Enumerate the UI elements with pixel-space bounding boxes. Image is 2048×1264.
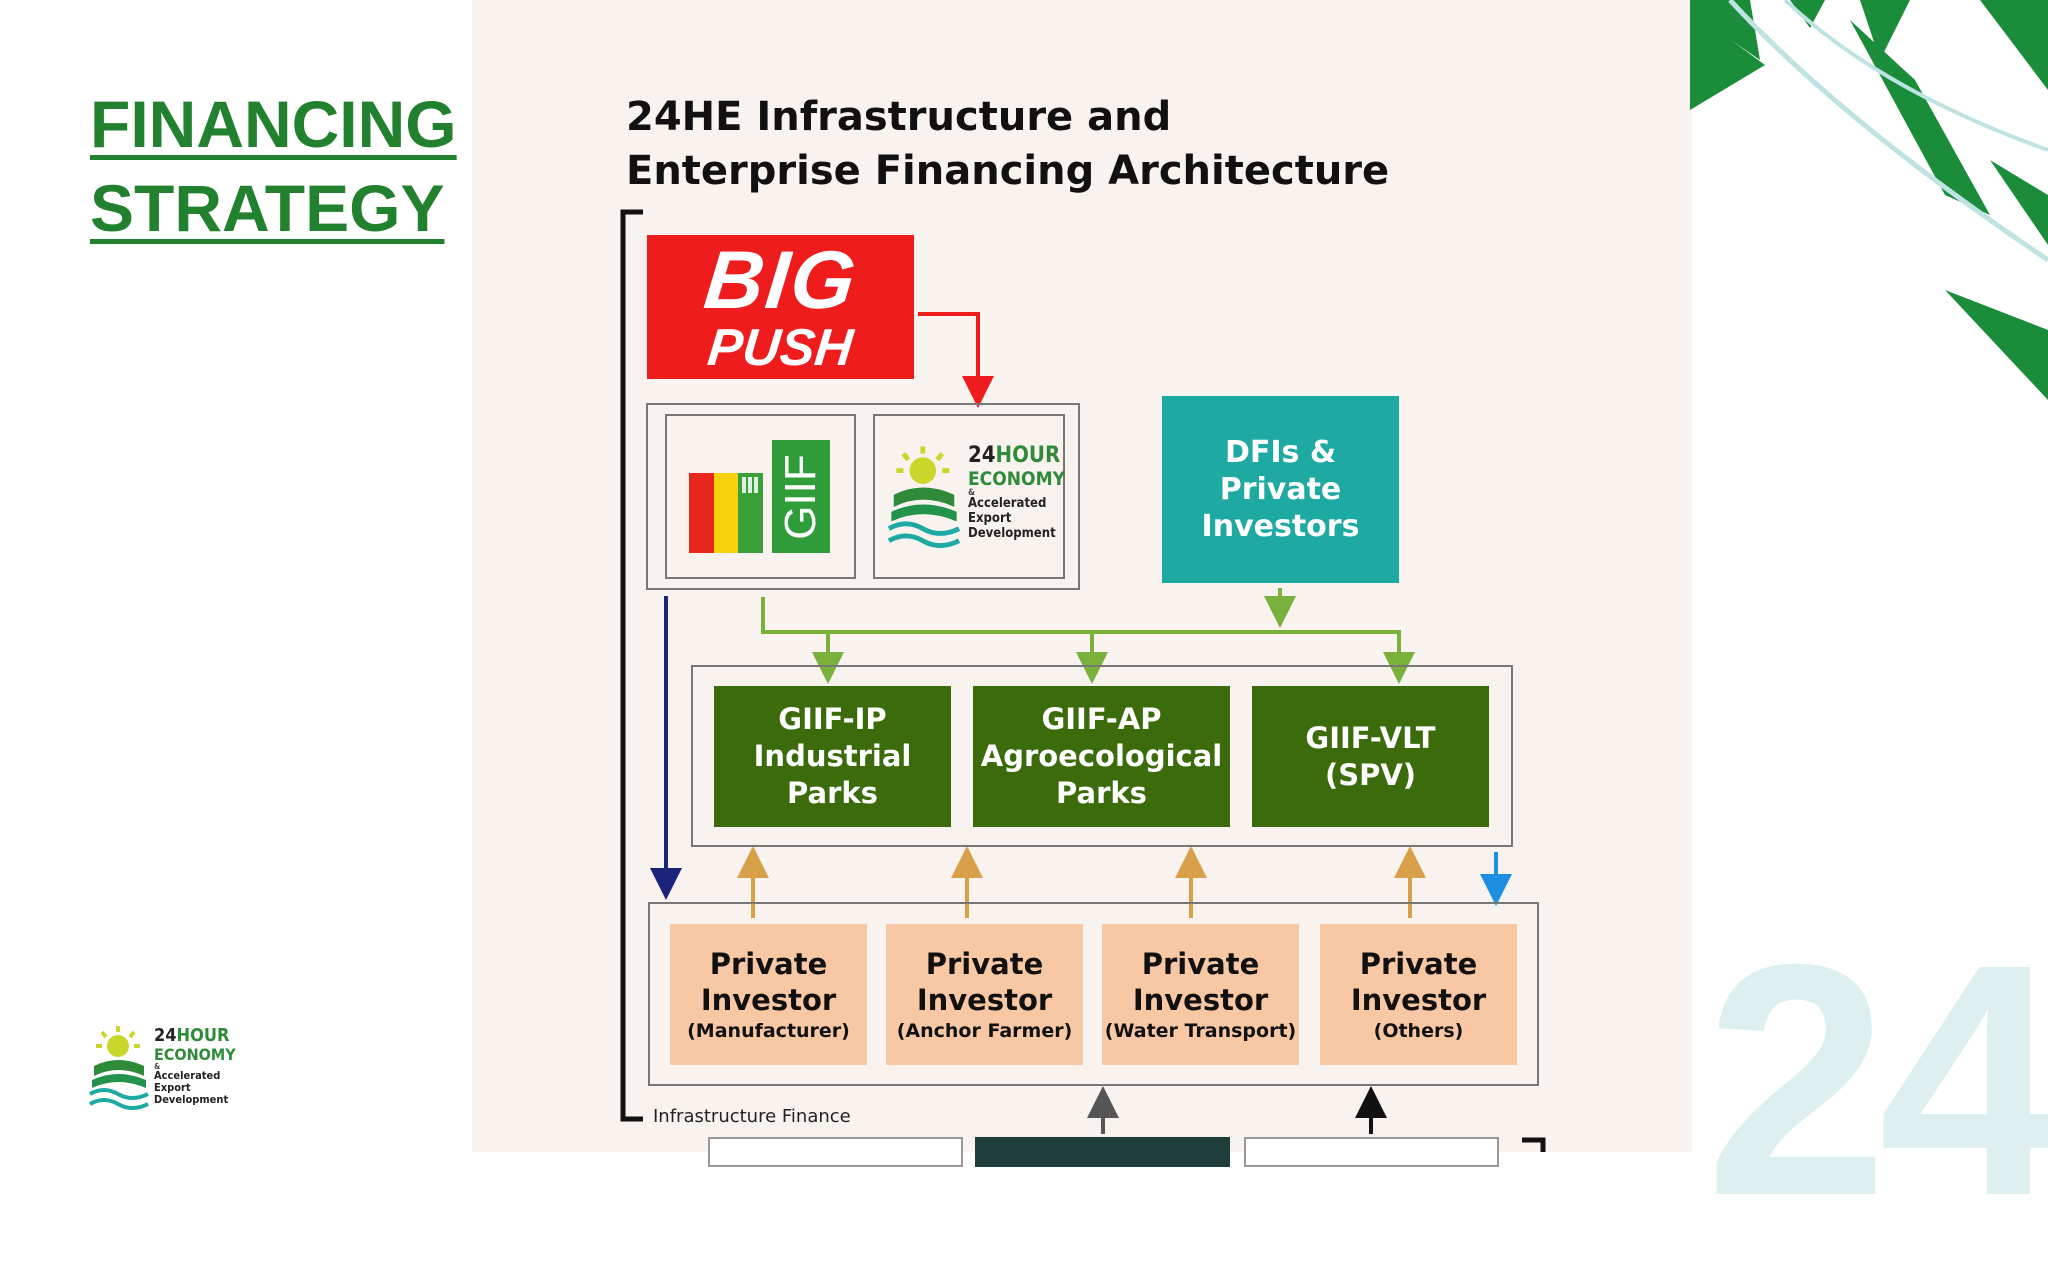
he-logo-brand-a: 24 [968, 443, 996, 468]
bottom-box-right [1244, 1137, 1499, 1167]
giif-subsidiaries-container [691, 665, 1513, 847]
private-investor-title: Private Investor [1350, 946, 1487, 1017]
big-push-line-2: PUSH [705, 319, 856, 377]
slide-title: FINANCING STRATEGY [90, 82, 457, 250]
footer-logo-tag-2: Export [154, 1081, 191, 1094]
private-investor-title: Private Investor [700, 946, 837, 1017]
footer-logo-tag-3: Development [154, 1093, 229, 1106]
infrastructure-bracket [620, 209, 643, 1122]
private-investor-sub: (Manufacturer) [687, 1019, 850, 1042]
private-investor-manufacturer: Private Investor (Manufacturer) [670, 924, 867, 1065]
giif-logo-frame [665, 414, 856, 579]
green-distribution-line [761, 597, 1415, 684]
he-logo-tag-1: Accelerated [968, 496, 1047, 511]
private-investor-others: Private Investor (Others) [1320, 924, 1517, 1065]
sun-wave-logo-icon [89, 1026, 149, 1110]
bottom-box-center [975, 1137, 1230, 1167]
giif-ap-box: GIIF-AP Agroecological Parks [973, 686, 1230, 827]
watermark-24: 24 [1705, 895, 2048, 1264]
footer-logo-tag-1: Accelerated [154, 1069, 221, 1082]
big-push-arrow [918, 312, 994, 408]
giif-vlt-box: GIIF-VLT (SPV) [1252, 686, 1489, 827]
he-logo-tag-3: Development [968, 526, 1056, 541]
giif-ip-box: GIIF-IP Industrial Parks [714, 686, 951, 827]
slide-title-line-2: STRATEGY [90, 171, 445, 245]
big-push-box: BIG PUSH [647, 235, 914, 379]
bottom-right-bracket [1522, 1137, 1546, 1152]
private-investor-water-transport: Private Investor (Water Transport) [1102, 924, 1299, 1065]
decorative-green-stripes [1690, 0, 2048, 400]
he-logo-brand-b: HOUR [995, 443, 1061, 468]
he-logo-brand-c: ECONOMY [968, 468, 1065, 490]
private-investors-container [648, 902, 1539, 1086]
private-investor-sub: (Anchor Farmer) [896, 1019, 1073, 1042]
logos-container [646, 403, 1080, 590]
footer-logo: 24HOUR ECONOMY & Accelerated Export Deve… [88, 1024, 238, 1110]
private-investor-anchor-farmer: Private Investor (Anchor Farmer) [886, 924, 1083, 1065]
diagram-connectors [620, 209, 1546, 1152]
private-investor-title: Private Investor [916, 946, 1053, 1017]
slide-title-line-1: FINANCING [90, 87, 457, 161]
he-logo-tag-2: Export [968, 511, 1012, 526]
bottom-box-left [708, 1137, 963, 1167]
footer-logo-brand-a: 24 [154, 1025, 177, 1046]
giif-logo-text: GIIF [776, 453, 825, 540]
he-logo: 24HOUR ECONOMY & Accelerated Export Deve… [884, 443, 1065, 548]
he-logo-amp: & [968, 488, 976, 498]
giif-logo-green-bar [738, 473, 763, 553]
sun-wave-logo-icon [887, 446, 961, 548]
diagram-title: 24HE Infrastructure and Enterprise Finan… [626, 90, 1389, 198]
footer-logo-brand-b: HOUR [176, 1025, 230, 1046]
big-push-line-1: BIG [699, 235, 862, 326]
grid-icon [742, 477, 758, 493]
private-investor-title: Private Investor [1132, 946, 1269, 1017]
diagram-title-line-1: 24HE Infrastructure and [626, 94, 1172, 140]
dfi-private-investors-box: DFIs & Private Investors [1162, 396, 1399, 583]
infrastructure-finance-label: Infrastructure Finance [653, 1106, 851, 1127]
footer-logo-amp: & [154, 1062, 161, 1071]
giif-logo-yellow-bar [714, 473, 738, 553]
he-logo-frame [873, 414, 1065, 579]
diagram-title-line-2: Enterprise Financing Architecture [626, 148, 1390, 194]
giif-logo-badge: GIIF [772, 440, 830, 553]
giif-logo: GIIF [689, 440, 831, 553]
private-investor-sub: (Others) [1373, 1019, 1464, 1042]
private-investor-sub: (Water Transport) [1104, 1019, 1297, 1042]
giif-logo-red-bar [689, 473, 714, 553]
footer-logo-brand-c: ECONOMY [154, 1045, 236, 1064]
